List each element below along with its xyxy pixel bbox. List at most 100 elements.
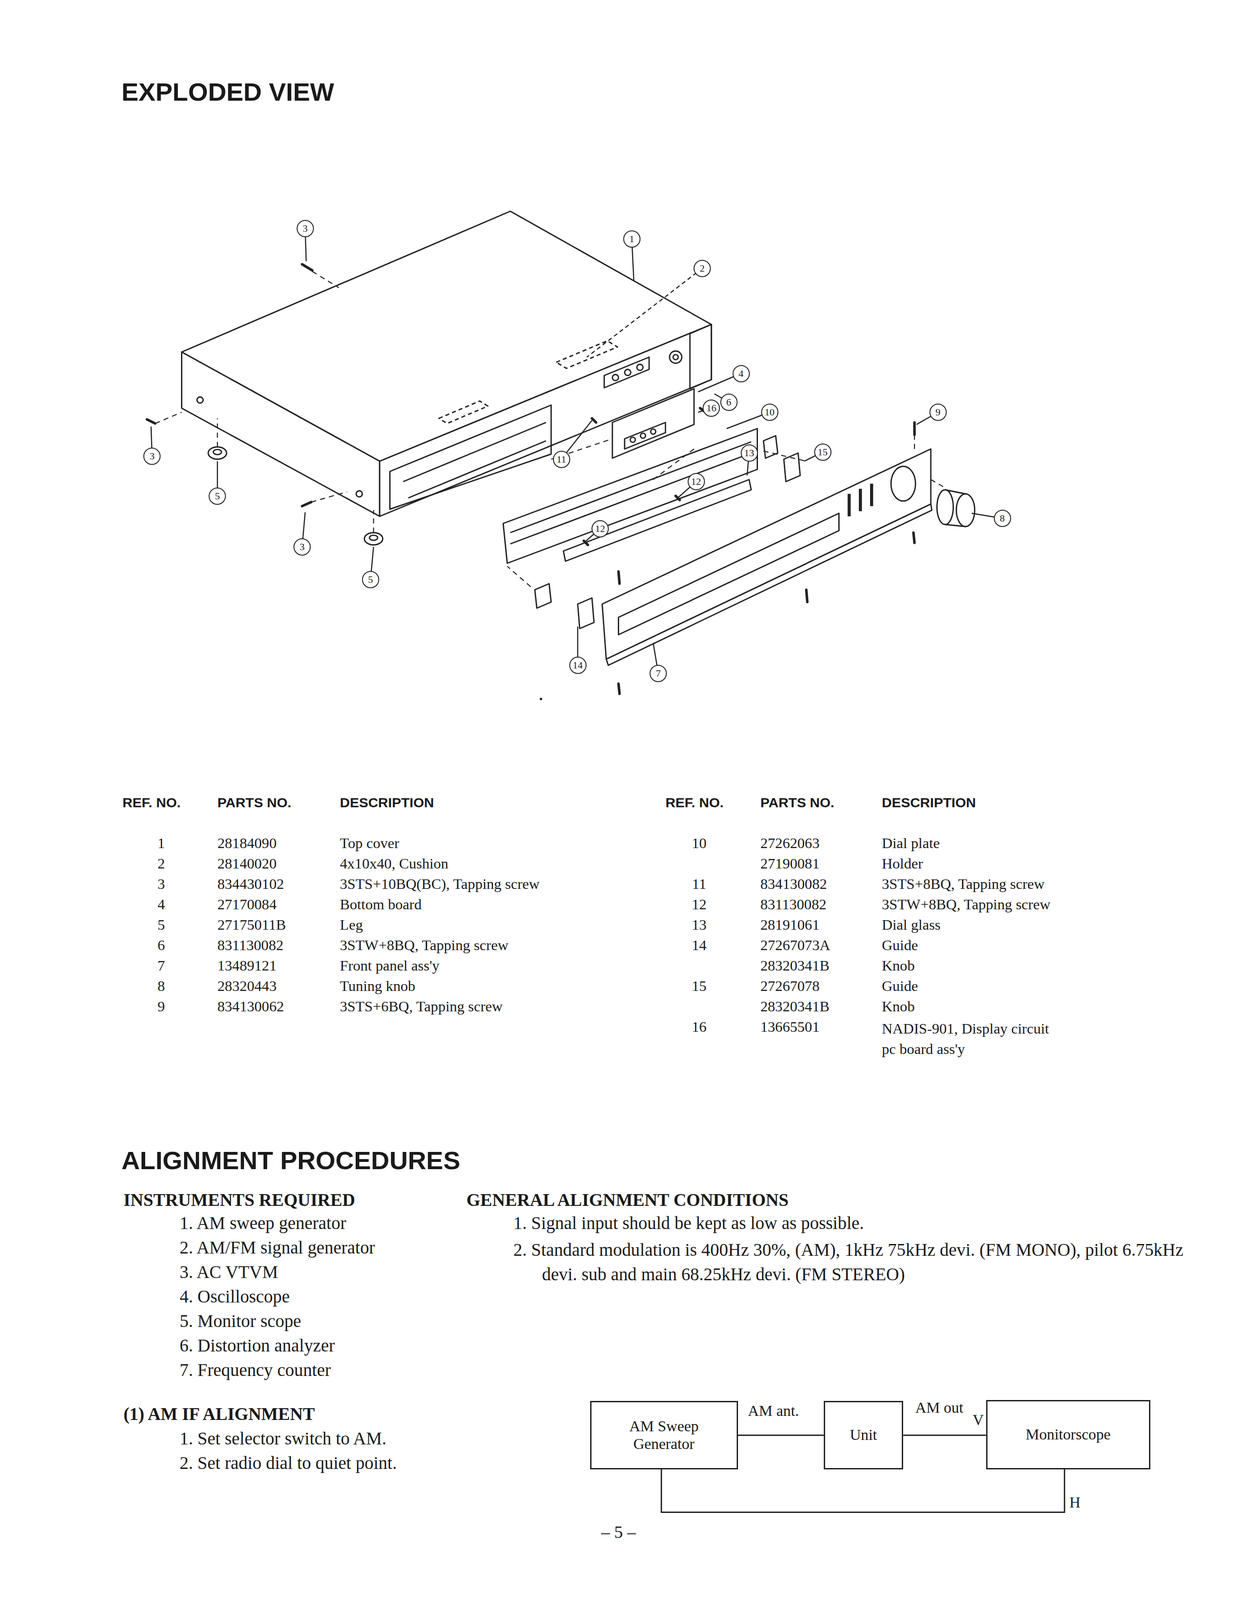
- table-cell: 4x10x40, Cushion: [339, 855, 449, 873]
- section-heading: ALIGNMENT PROCEDURES: [121, 1146, 461, 1176]
- table-cell: 831130082: [760, 896, 827, 914]
- table-cell: 27190081: [760, 855, 820, 873]
- table-cell: 9: [157, 998, 165, 1016]
- table-cell: 834130062: [217, 998, 284, 1016]
- table-cell: 27175011B: [217, 916, 286, 934]
- callout-text: 12: [595, 523, 606, 534]
- callout-text: 3: [299, 542, 305, 553]
- callout-text: 8: [999, 513, 1005, 524]
- table-cell: 7: [157, 957, 165, 975]
- table-cell: Leg: [339, 916, 363, 934]
- subheading: GENERAL ALIGNMENT CONDITIONS: [466, 1190, 789, 1211]
- table-cell: 8: [157, 977, 165, 996]
- box-text: AM Sweep Generator: [618, 1417, 710, 1454]
- table-cell: 27170084: [217, 896, 277, 914]
- callout-text: 9: [935, 407, 941, 418]
- table-cell: 1: [157, 835, 165, 853]
- edge-label: H: [1067, 1494, 1083, 1512]
- box-text: Unit: [849, 1426, 877, 1445]
- callout-number: 5: [208, 487, 226, 505]
- list-item: 4. Oscilloscope: [179, 1286, 290, 1308]
- table-cell: 4: [157, 896, 165, 914]
- table-cell: 3STS+6BQ, Tapping screw: [339, 998, 503, 1016]
- callout-number: 12: [687, 473, 705, 491]
- callout-number: 2: [693, 259, 711, 278]
- callout-text: 15: [817, 447, 828, 458]
- block-box: Unit: [823, 1401, 904, 1470]
- list-item: 2. AM/FM signal generator: [179, 1237, 376, 1259]
- table-cell: 5: [157, 916, 165, 934]
- table-cell: 834130082: [760, 875, 827, 894]
- callout-number: 5: [361, 571, 380, 589]
- table-cell: Guide: [881, 937, 919, 955]
- table-cell: 11: [692, 875, 707, 894]
- table-cell: 834430102: [217, 875, 284, 894]
- block-box: AM Sweep Generator: [590, 1401, 739, 1470]
- callout-number: 11: [552, 450, 571, 469]
- callout-text: 5: [215, 491, 221, 502]
- table-cell: 28320341B: [760, 957, 830, 975]
- table-cell: 27262063: [760, 835, 820, 853]
- table-cell: 12: [691, 896, 707, 914]
- callout-number: 15: [814, 443, 832, 461]
- signal-wire: [661, 1469, 1065, 1513]
- table-cell: Holder: [881, 855, 924, 873]
- table-cell: 28191061: [760, 916, 820, 934]
- list-item: 5. Monitor scope: [179, 1311, 302, 1332]
- callout-text: 6: [726, 397, 732, 408]
- subheading: (1) AM IF ALIGNMENT: [123, 1404, 315, 1425]
- callout-text: 4: [738, 368, 744, 379]
- callout-number: 9: [929, 403, 947, 421]
- table-cell: 10: [691, 835, 707, 853]
- table-header: REF. NO.: [665, 795, 724, 812]
- signal-label: V: [972, 1411, 984, 1430]
- table-cell: 28184090: [217, 835, 277, 853]
- table-header: PARTS NO.: [760, 795, 835, 812]
- table-cell: Tuning knob: [339, 977, 416, 996]
- list-item: 6. Distortion analyzer: [179, 1335, 335, 1357]
- table-cell: Knob: [881, 957, 915, 975]
- signal-wire: [738, 1434, 824, 1437]
- list-item: 2. Standard modulation is 400Hz 30%, (AM…: [513, 1237, 1186, 1287]
- table-cell: 6: [157, 937, 165, 955]
- table-cell: Bottom board: [339, 896, 422, 914]
- table-cell: Knob: [881, 998, 915, 1016]
- callout-number: 6: [720, 393, 738, 411]
- table-cell: 3STS+8BQ, Tapping screw: [881, 875, 1045, 894]
- table-header: DESCRIPTION: [881, 795, 976, 812]
- callout-number: 16: [702, 399, 720, 417]
- callout-text: 13: [744, 448, 755, 459]
- page-title: EXPLODED VIEW: [121, 77, 335, 108]
- edge-label: AM ant.: [746, 1402, 802, 1421]
- callout-number: 3: [296, 220, 314, 238]
- table-cell: 28320443: [217, 977, 277, 996]
- callout-number: 8: [993, 509, 1012, 528]
- table-cell: 27267078: [760, 977, 820, 996]
- list-item: 1. Set selector switch to AM.: [179, 1428, 387, 1450]
- callout-number: 4: [732, 365, 750, 383]
- table-cell: NADIS-901, Display circuit pc board ass'…: [881, 1018, 1066, 1060]
- table-cell: 831130082: [217, 937, 284, 955]
- list-item: 7. Frequency counter: [179, 1360, 331, 1381]
- table-cell: 13: [691, 916, 707, 934]
- table-header: PARTS NO.: [217, 795, 292, 812]
- block-box: Monitorscope: [986, 1400, 1151, 1470]
- subheading: INSTRUMENTS REQUIRED: [123, 1190, 356, 1211]
- table-cell: 14: [691, 937, 707, 955]
- table-cell: 15: [691, 977, 707, 996]
- table-cell: Guide: [881, 977, 919, 996]
- table-cell: 13489121: [217, 957, 277, 975]
- callout-text: 14: [572, 660, 583, 671]
- table-cell: 27267073A: [760, 937, 831, 955]
- table-cell: Top cover: [339, 835, 400, 853]
- table-header: REF. NO.: [122, 795, 181, 812]
- callout-text: 7: [655, 668, 661, 679]
- callout-number: 10: [761, 403, 779, 421]
- callout-text: 2: [699, 263, 705, 274]
- callout-number: 12: [591, 520, 609, 538]
- page-number: – 5 –: [601, 1522, 636, 1543]
- table-cell: Dial glass: [881, 916, 941, 934]
- edge-label: AM out: [913, 1399, 966, 1418]
